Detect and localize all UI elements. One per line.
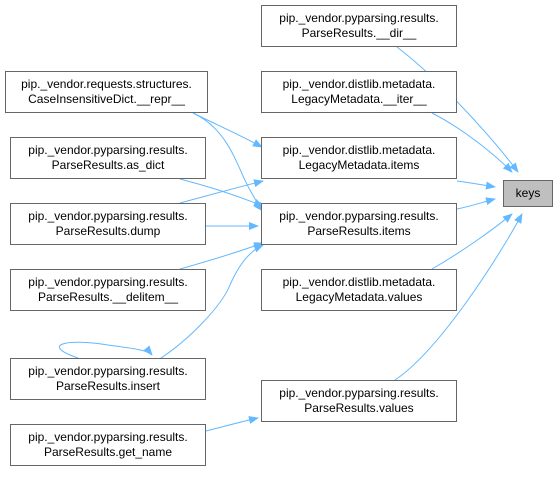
node-label-line: pip._vendor.pyparsing.results.: [28, 143, 188, 157]
node-pr-values[interactable]: pip._vendor.pyparsing.results.ParseResul…: [261, 380, 457, 422]
edge-pr_as_dict-to-pr_items: [179, 178, 264, 207]
edge-lm_iter-to-keys: [431, 112, 513, 173]
node-label-line: pip._vendor.pyparsing.results.: [28, 430, 188, 444]
edge-pr_values-to-keys: [394, 213, 523, 381]
node-label-line: pip._vendor.pyparsing.results.: [28, 364, 188, 378]
node-pr-insert[interactable]: pip._vendor.pyparsing.results.ParseResul…: [10, 358, 206, 400]
node-pr-dir[interactable]: pip._vendor.pyparsing.results.ParseResul…: [261, 5, 457, 47]
node-lm-values[interactable]: pip._vendor.distlib.metadata.LegacyMetad…: [261, 269, 457, 311]
node-lm-iter[interactable]: pip._vendor.distlib.metadata.LegacyMetad…: [261, 71, 457, 113]
node-label-line: ParseResults.__dir__: [301, 26, 417, 40]
node-lm-items[interactable]: pip._vendor.distlib.metadata.LegacyMetad…: [261, 137, 457, 179]
edge-pr_dump-to-lm_items: [179, 179, 264, 204]
node-label-line: ParseResults.items: [307, 224, 411, 238]
node-pr-as-dict[interactable]: pip._vendor.pyparsing.results.ParseResul…: [10, 137, 206, 179]
edge-lm_items-to-keys: [456, 180, 496, 190]
edge-pr_delitem-to-pr_items: [179, 242, 264, 270]
node-pr-get-name[interactable]: pip._vendor.pyparsing.results.ParseResul…: [10, 424, 206, 466]
node-cid-repr[interactable]: pip._vendor.requests.structures.CaseInse…: [5, 71, 208, 113]
node-label-line: pip._vendor.pyparsing.results.: [279, 11, 439, 25]
node-label-line: pip._vendor.requests.structures.: [21, 77, 192, 91]
node-label-line: ParseResults.as_dict: [51, 158, 165, 172]
node-label-line: LegacyMetadata.items: [298, 158, 420, 172]
edge-pr_get_name-to-pr_values: [205, 416, 259, 432]
edge-pr_insert-to-pr_insert: [58, 341, 153, 359]
node-label-line: ParseResults.get_name: [43, 445, 173, 459]
node-pr-items[interactable]: pip._vendor.pyparsing.results.ParseResul…: [261, 203, 457, 245]
edge-pr_dir-to-keys: [396, 46, 519, 173]
node-label-line: keys: [515, 186, 541, 200]
node-label-line: pip._vendor.pyparsing.results.: [279, 386, 439, 400]
node-pr-delitem[interactable]: pip._vendor.pyparsing.results.ParseResul…: [10, 269, 206, 311]
edge-lm_values-to-keys: [431, 213, 513, 270]
node-keys: keys: [503, 180, 553, 207]
node-label-line: LegacyMetadata.__iter__: [291, 92, 427, 106]
edge-pr_insert-to-pr_items: [154, 244, 264, 363]
node-label-line: pip._vendor.distlib.metadata.: [282, 275, 436, 289]
node-label-line: CaseInsensitiveDict.__repr__: [28, 92, 185, 106]
node-label-line: ParseResults.insert: [55, 379, 161, 393]
node-label-line: ParseResults.__delitem__: [37, 290, 179, 304]
node-pr-dump[interactable]: pip._vendor.pyparsing.results.ParseResul…: [10, 203, 206, 245]
node-label-line: LegacyMetadata.values: [295, 290, 423, 304]
edge-pr_items-to-keys: [456, 197, 496, 210]
node-label-line: pip._vendor.distlib.metadata.: [282, 143, 436, 157]
node-label-line: pip._vendor.distlib.metadata.: [282, 77, 436, 91]
node-label-line: pip._vendor.pyparsing.results.: [279, 209, 439, 223]
node-label-line: pip._vendor.pyparsing.results.: [28, 275, 188, 289]
node-label-line: ParseResults.values: [304, 401, 414, 415]
node-label-line: pip._vendor.pyparsing.results.: [28, 209, 188, 223]
node-label-line: ParseResults.dump: [55, 224, 161, 238]
